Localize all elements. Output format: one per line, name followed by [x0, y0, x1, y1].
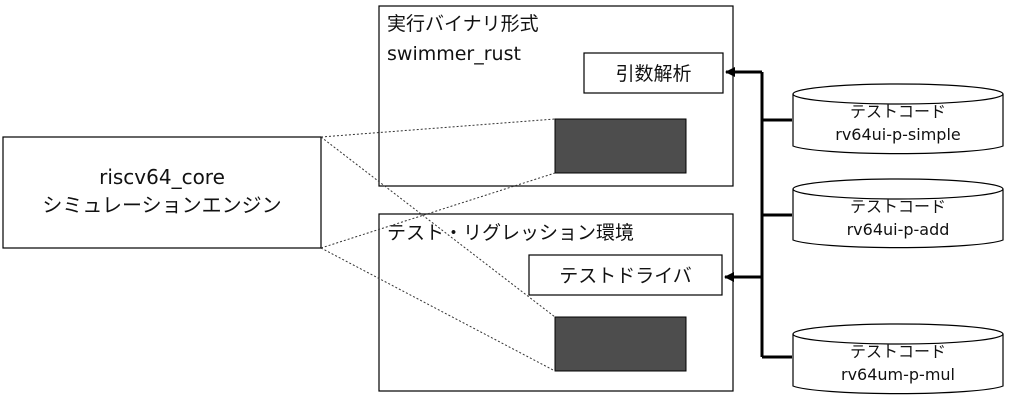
- test-code-heading: テストコード: [850, 102, 946, 121]
- test-code-cylinder-2: テストコード rv64ui-p-add: [792, 178, 1004, 249]
- test-code-cylinder-3: テストコード rv64um-p-mul: [792, 323, 1004, 395]
- test-driver-module: テストドライバ: [528, 254, 723, 296]
- core-engine-name: riscv64_core: [99, 165, 225, 189]
- embedded-core-block-exec: [554, 118, 687, 174]
- core-engine-box: riscv64_core シミュレーションエンジン: [2, 136, 322, 249]
- test-code-name: rv64ui-p-add: [847, 220, 950, 239]
- arg-parser-label: 引数解析: [615, 63, 691, 85]
- test-driver-label: テストドライバ: [559, 265, 692, 287]
- test-code-heading: テストコード: [850, 342, 946, 361]
- exec-binary-title: 実行バイナリ形式: [387, 13, 539, 35]
- test-code-heading: テストコード: [850, 197, 946, 216]
- exec-binary-name: swimmer_rust: [387, 43, 521, 65]
- test-env-title: テスト・リグレッション環境: [387, 222, 634, 244]
- projection-line: [320, 118, 556, 138]
- embedded-core-block-test: [554, 316, 687, 372]
- test-code-bus: [724, 67, 792, 359]
- core-engine-description: シミュレーションエンジン: [42, 193, 281, 217]
- test-env-box: テスト・リグレッション環境 テストドライバ: [378, 213, 734, 392]
- projection-line: [320, 136, 556, 318]
- arg-parser-module: 引数解析: [583, 52, 724, 94]
- projection-line: [320, 172, 556, 249]
- test-code-name: rv64um-p-mul: [841, 365, 955, 384]
- exec-binary-box: 実行バイナリ形式 swimmer_rust 引数解析: [378, 5, 734, 187]
- projection-lines: [320, 118, 556, 372]
- projection-line: [320, 247, 556, 372]
- test-code-cylinder-1: テストコード rv64ui-p-simple: [792, 83, 1004, 155]
- test-code-name: rv64ui-p-simple: [835, 125, 961, 144]
